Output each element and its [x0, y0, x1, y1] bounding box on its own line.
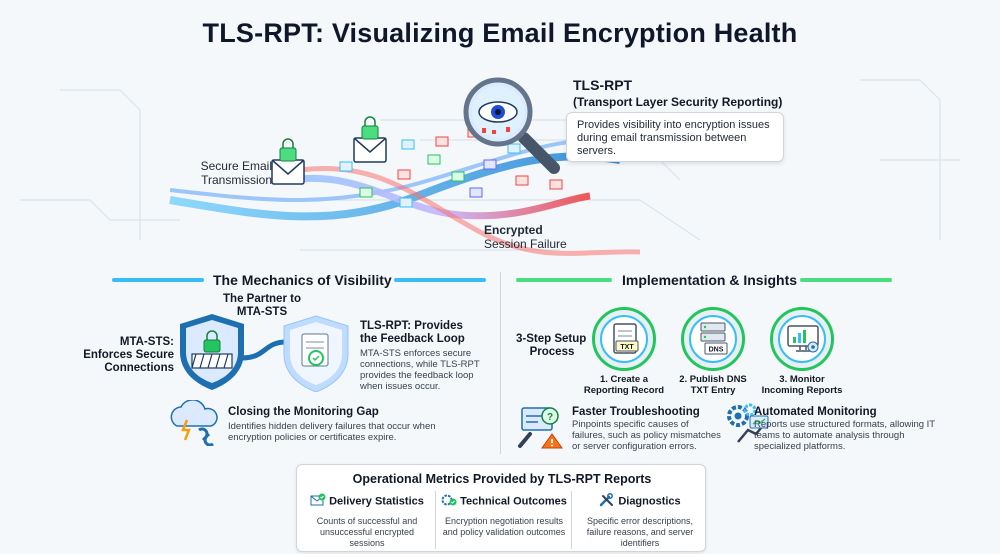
- metrics-title: Operational Metrics Provided by TLS-RPT …: [352, 472, 652, 486]
- failure-flow-path-2: [299, 166, 641, 256]
- step-2-inner: DNS: [689, 315, 737, 363]
- metric-diagnostics: Diagnostics Specific error descriptions,…: [572, 491, 708, 551]
- tls-rpt-subtitle: (Transport Layer Security Reporting): [573, 95, 783, 109]
- setup-line-1: 3-Step Setup: [516, 333, 587, 345]
- partner-heading: The Partner to MTA-STS: [212, 293, 312, 319]
- step-3-circle: [770, 307, 834, 371]
- metric-title: Delivery Statistics: [299, 493, 435, 510]
- step-1-circle: TXT: [592, 307, 656, 371]
- lock-envelope-icon: [353, 116, 387, 163]
- mtasts-line-1: MTA-STS:: [119, 336, 174, 348]
- mtasts-heading: MTA-STS: Enforces Secure Connections: [72, 336, 174, 375]
- secure-transmission-label: Secure Email Transmission: [192, 159, 272, 187]
- session-failure-label: Encrypted Session Failure: [484, 223, 567, 251]
- gap-title: Closing the Monitoring Gap: [228, 406, 379, 418]
- mtasts-line-2: Enforces Secure: [83, 349, 174, 361]
- metric-divider: [571, 491, 572, 549]
- automated-description: Reports use structured formats, allowing…: [754, 419, 935, 452]
- implementation-section-title: Implementation & Insights: [622, 272, 798, 288]
- metric-title: Technical Outcomes: [436, 493, 572, 510]
- automation-gears-icon: [727, 403, 769, 443]
- metric-title-text: Delivery Statistics: [329, 495, 424, 508]
- dns-icon-text: DNS: [709, 347, 724, 354]
- setup-line-2: Process: [529, 346, 575, 358]
- tls-rpt-title: TLS-RPT: [573, 77, 633, 93]
- step-1-label: 1. Create a Reporting Record: [569, 374, 679, 396]
- section-accent-line: [394, 278, 486, 282]
- metric-desc: Specific error descriptions, failure rea…: [586, 516, 694, 548]
- shield-lock-icon: [180, 314, 244, 390]
- failure-flow-path: [289, 175, 591, 220]
- metrics-panel: Operational Metrics Provided by TLS-RPT …: [296, 464, 706, 552]
- partner-line-2: MTA-STS: [236, 306, 288, 318]
- metric-technical-outcomes: Technical Outcomes Encryption negotiatio…: [436, 491, 572, 551]
- mechanics-section-title: The Mechanics of Visibility: [213, 272, 392, 288]
- metric-desc: Counts of successful and unsuccessful en…: [316, 516, 418, 548]
- dns-server-icon: DNS: [700, 322, 728, 355]
- secure-label-line-2: Transmission: [201, 173, 272, 187]
- fail-label-line-2: Session Failure: [484, 237, 567, 251]
- lock-envelope-icon: [271, 138, 305, 185]
- feedback-line-2: the Feedback Loop: [360, 333, 465, 345]
- partner-line-1: The Partner to: [223, 293, 301, 305]
- txt-document-icon: TXT: [613, 323, 639, 354]
- gap-description: Identifies hidden delivery failures that…: [228, 421, 436, 443]
- step-1-label-2: Reporting Record: [583, 385, 665, 396]
- monitor-chart-icon: [787, 325, 819, 353]
- magnifier-eye-icon: [463, 77, 560, 174]
- automated-title: Automated Monitoring: [754, 406, 877, 418]
- shield-document-icon: [283, 315, 349, 392]
- step-1-label-1: 1. Create a: [599, 374, 649, 385]
- step-2-circle: DNS: [681, 307, 745, 371]
- section-accent-line: [516, 278, 612, 282]
- step-2-label-2: TXT Entry: [690, 385, 736, 396]
- envelope-check-icon: [310, 493, 326, 510]
- tls-rpt-callout: Provides visibility into encryption issu…: [566, 112, 784, 162]
- metric-title-text: Technical Outcomes: [460, 495, 567, 508]
- mtasts-line-3: Connections: [104, 362, 174, 374]
- feedback-line-1: TLS-RPT: Provides: [360, 320, 463, 332]
- metric-title: Diagnostics: [572, 493, 708, 510]
- hero-illustration: [20, 77, 960, 256]
- txt-icon-text: TXT: [620, 344, 634, 351]
- feedback-heading: TLS-RPT: Provides the Feedback Loop: [360, 320, 490, 346]
- step-3-inner: [778, 315, 826, 363]
- troubleshoot-magnifier-icon: ?: [518, 407, 563, 449]
- feedback-description: MTA-STS enforces secure connections, whi…: [360, 348, 480, 392]
- troubleshoot-title: Faster Troubleshooting: [572, 406, 700, 418]
- cloud-broken-link-icon: [170, 400, 218, 446]
- step-1-inner: TXT: [600, 315, 648, 363]
- step-3-label-2: Incoming Reports: [761, 385, 843, 396]
- troubleshoot-description: Pinpoints specific causes of failures, s…: [572, 419, 721, 452]
- page-title: TLS-RPT: Visualizing Email Encryption He…: [202, 18, 798, 48]
- metric-divider: [435, 491, 436, 549]
- gear-check-icon: [441, 493, 457, 510]
- section-divider: [500, 272, 501, 454]
- metric-delivery-statistics: Delivery Statistics Counts of successful…: [299, 491, 435, 551]
- step-2-label-1: 2. Publish DNS: [679, 374, 747, 385]
- fail-label-line-1: Encrypted: [484, 223, 543, 237]
- tools-icon: [599, 493, 615, 510]
- step-3-label: 3. Monitor Incoming Reports: [747, 374, 857, 396]
- metric-desc: Encryption negotiation results and polic…: [442, 516, 566, 537]
- svg-text:?: ?: [547, 412, 553, 423]
- tls-rpt-heading: TLS-RPT (Transport Layer Security Report…: [573, 77, 782, 111]
- section-accent-line: [800, 278, 892, 282]
- metric-title-text: Diagnostics: [618, 495, 681, 508]
- step-2-label: 2. Publish DNS TXT Entry: [658, 374, 768, 396]
- shields-illustration: [180, 314, 349, 392]
- secure-label-line-1: Secure Email: [200, 159, 272, 173]
- step-3-label-1: 3. Monitor: [779, 374, 825, 385]
- section-accent-line: [112, 278, 204, 282]
- setup-heading: 3-Step Setup Process: [516, 333, 588, 359]
